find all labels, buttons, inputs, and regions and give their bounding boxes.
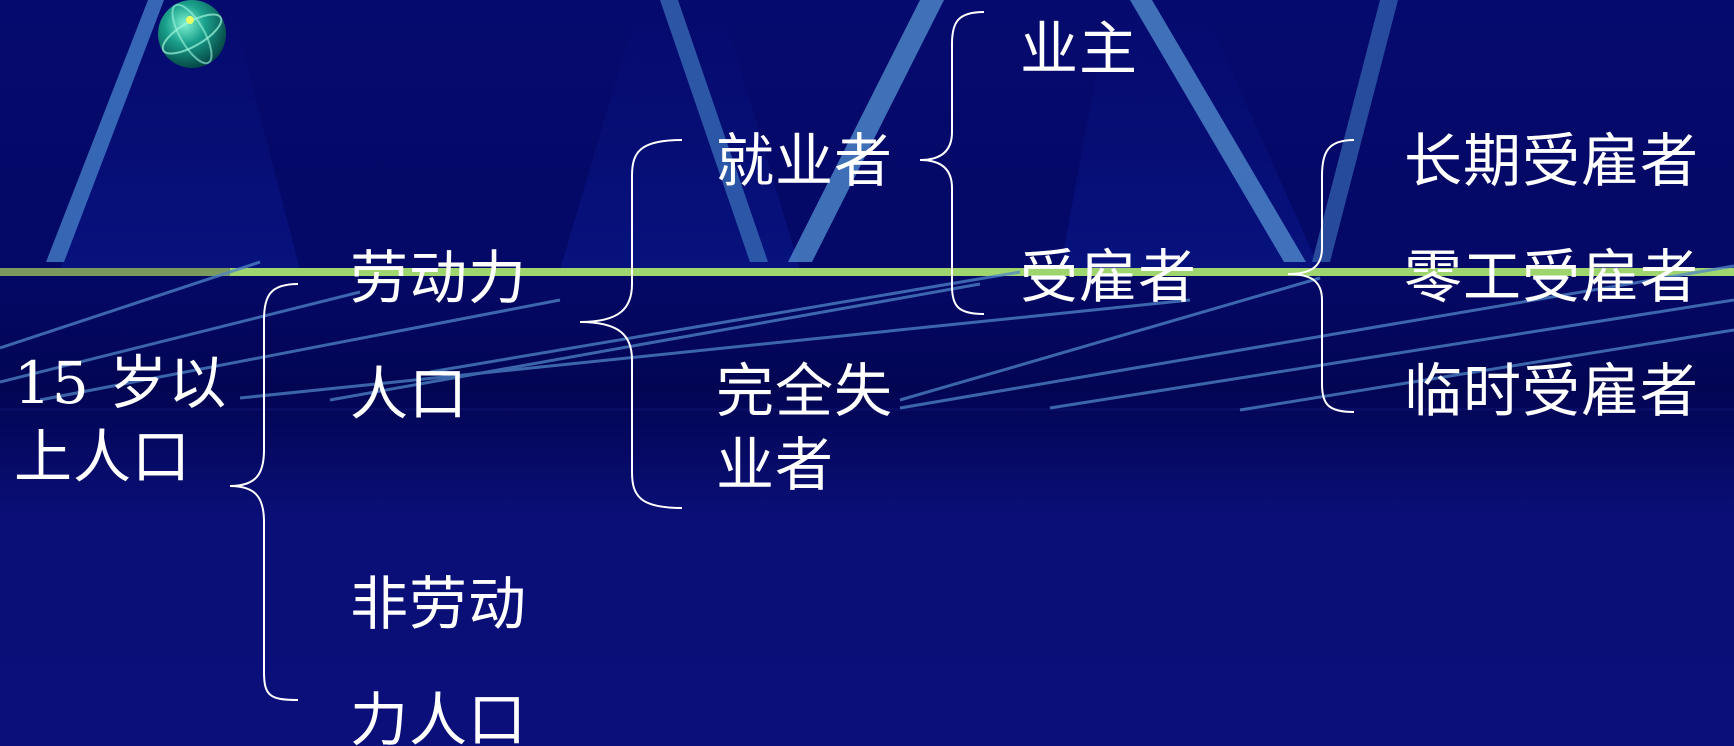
diagonal-bar — [1130, 0, 1306, 262]
node-labor-force-line1: 劳动力 — [350, 244, 528, 312]
node-long-term-employee: 长期受雇者 — [1404, 127, 1700, 195]
diagonal-bar — [1312, 0, 1398, 262]
diagonal-bar — [46, 0, 164, 262]
node-population-15-plus-line1: 15 岁以 — [14, 349, 228, 417]
globe-bullet-icon — [158, 0, 226, 68]
node-employed: 就业者 — [716, 127, 894, 195]
node-non-labor-force: 非劳动 力人口 — [350, 546, 527, 746]
brace-labor-force — [579, 139, 683, 509]
node-temporary-employee: 临时受雇者 — [1404, 357, 1700, 425]
node-employee: 受雇者 — [1020, 243, 1198, 311]
node-population-15-plus: 15 岁以 上人口 — [14, 346, 227, 494]
horizon-shadow-line — [0, 408, 1734, 411]
node-labor-force: 劳动力 人口 — [350, 220, 527, 452]
node-odd-job-employee: 零工受雇者 — [1404, 243, 1700, 311]
brace-employee — [1287, 139, 1355, 413]
node-non-labor-force-line2: 力人口 — [350, 686, 528, 746]
diagonal-bar — [788, 0, 944, 262]
node-unemployed-line1: 完全失 — [716, 357, 894, 425]
brace-employed — [919, 11, 985, 315]
light-streaks — [0, 260, 1734, 412]
diagonal-bar — [660, 0, 768, 262]
node-population-15-plus-line2: 上人口 — [14, 423, 192, 491]
node-owner: 业主 — [1020, 15, 1139, 83]
node-unemployed-line2: 业者 — [716, 431, 835, 499]
light-beam — [60, 0, 300, 270]
brace-root — [229, 283, 299, 701]
node-labor-force-line2: 人口 — [350, 360, 469, 428]
horizon-accent-line — [0, 268, 1734, 276]
node-non-labor-force-line1: 非劳动 — [350, 570, 528, 638]
node-unemployed: 完全失 业者 — [716, 354, 893, 502]
horizon-accent-line-fade — [0, 268, 230, 276]
